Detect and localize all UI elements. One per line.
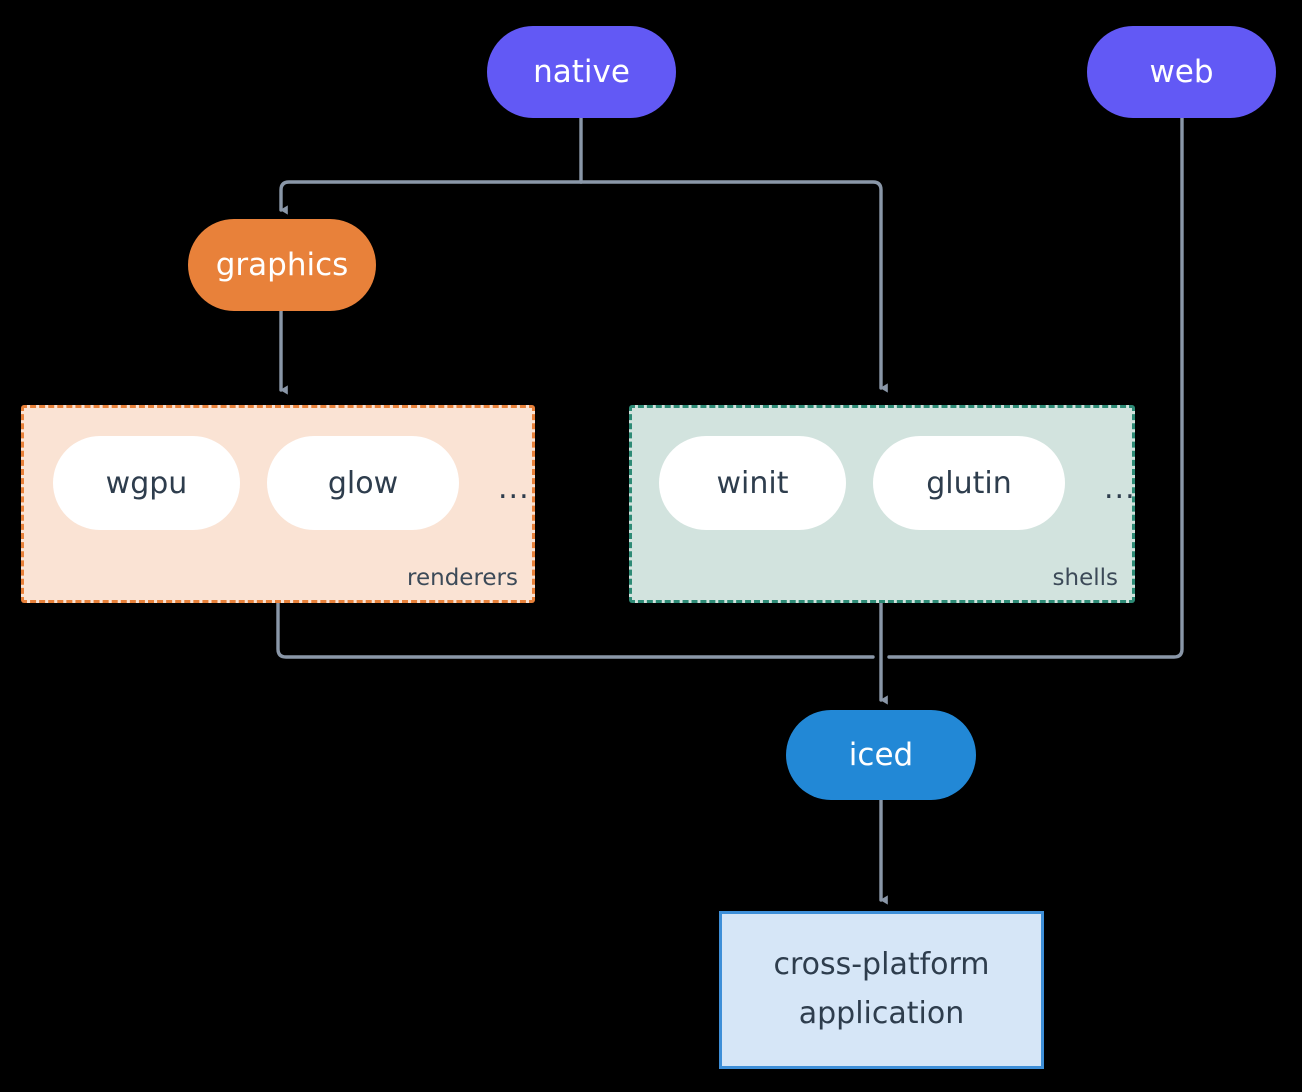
group-label-shells: shells — [1052, 565, 1118, 591]
group-label-renderers: renderers — [407, 565, 518, 591]
node-wgpu[interactable]: wgpu — [53, 436, 240, 530]
edge-renderers-to-iced — [276, 601, 875, 659]
node-glutin[interactable]: glutin — [873, 436, 1065, 530]
group-shells[interactable]: winit glutin ... shells — [629, 405, 1135, 603]
shells-overflow-ellipsis: ... — [1104, 471, 1136, 506]
group-renderers[interactable]: wgpu glow ... renderers — [21, 405, 535, 603]
node-iced[interactable]: iced — [786, 710, 976, 800]
edge-native-to-shells — [579, 180, 888, 393]
edge-native-to-graphics — [279, 180, 583, 215]
node-web[interactable]: web — [1087, 26, 1276, 118]
node-winit[interactable]: winit — [659, 436, 846, 530]
renderers-overflow-ellipsis: ... — [498, 471, 530, 506]
node-graphics[interactable]: graphics — [188, 219, 376, 311]
node-cross-platform-application[interactable]: cross-platform application — [719, 911, 1044, 1069]
node-glow[interactable]: glow — [267, 436, 459, 530]
node-native[interactable]: native — [487, 26, 676, 118]
